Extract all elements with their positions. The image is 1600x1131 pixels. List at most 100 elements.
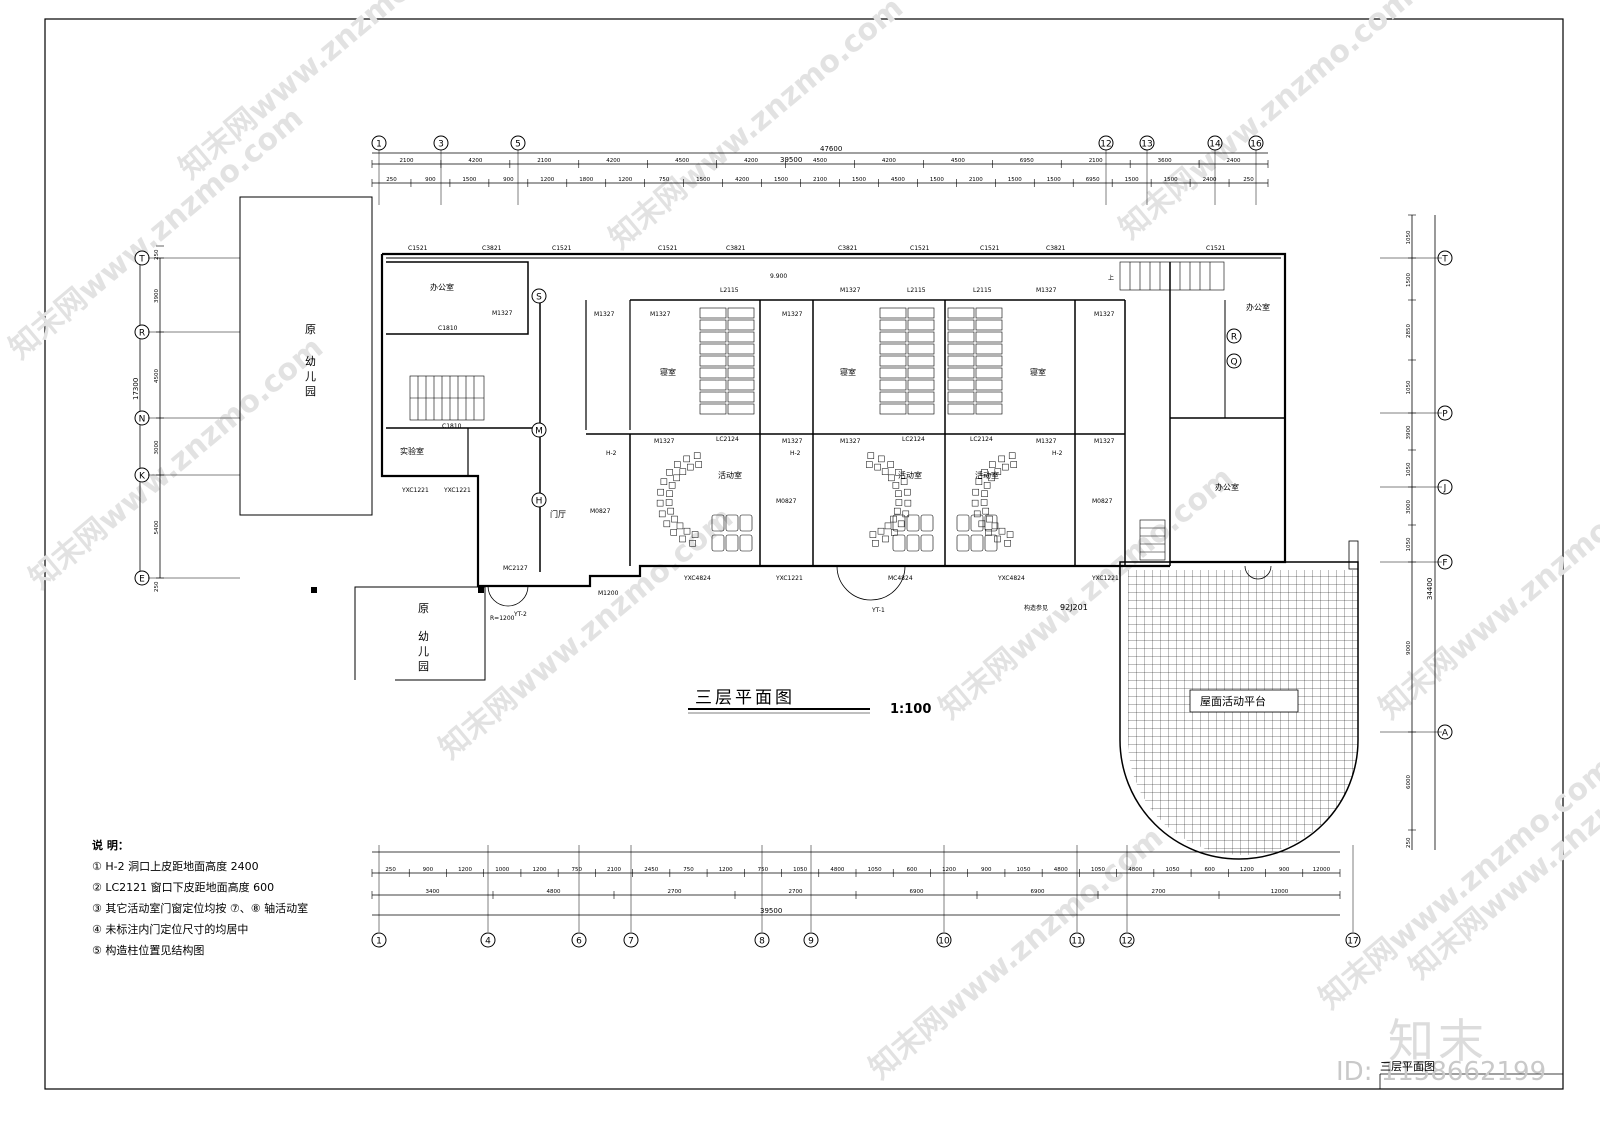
- top-axis-16: 16: [1248, 135, 1264, 151]
- bottom-axis-12: 12: [1119, 932, 1135, 948]
- kid-yard-label-3: 儿: [305, 370, 316, 383]
- seat: [892, 482, 900, 489]
- note-2: ② LC2121 窗口下皮距地面高度 600: [92, 881, 275, 894]
- note-5: ⑤ 构造柱位置见结构图: [92, 944, 205, 957]
- top-axis-1-label: 1: [376, 140, 382, 150]
- bottom-axis-6: 6: [571, 932, 587, 948]
- bedroom-3-label: 寝室: [1030, 367, 1046, 377]
- door-label: M1327: [492, 310, 513, 317]
- top-dim-2: 1800: [579, 177, 593, 183]
- top-dim-2: 1500: [1047, 177, 1061, 183]
- top-dim-2: 1500: [696, 177, 710, 183]
- bed: [947, 355, 975, 367]
- right-dim: 3900: [1406, 425, 1412, 439]
- seat: [874, 463, 881, 471]
- bed: [727, 379, 755, 391]
- image-id: ID: 1158662199: [1336, 1057, 1547, 1087]
- door-label: M1327: [594, 311, 615, 318]
- top-axis-5-label: 5: [515, 140, 521, 150]
- bed: [879, 331, 907, 343]
- window-label: YXC1221: [775, 575, 803, 582]
- window-label: C3821: [1046, 245, 1066, 252]
- door-label: M0827: [590, 508, 611, 515]
- bed: [947, 319, 975, 331]
- stair-up-label: 上: [1108, 274, 1114, 282]
- top-dim-2: 2100: [969, 177, 983, 183]
- bottom-dim-1: 750: [572, 867, 583, 873]
- notes-title: 说 明：: [92, 839, 129, 852]
- left-axis-T: T: [134, 250, 150, 266]
- bottom-axis-7: 7: [623, 932, 639, 948]
- roof-terrace: 屋面活动平台: [1119, 540, 1359, 860]
- bed: [727, 391, 755, 403]
- seat: [689, 540, 696, 547]
- right-dim: 250: [1406, 837, 1412, 848]
- top-dim-2: 250: [1243, 177, 1254, 183]
- adjacent-building-bottom: 原 幼 儿 园: [311, 586, 486, 681]
- component-labels: C1521 C3821 C1521 C1521 C3821 C3821 C152…: [401, 245, 1226, 622]
- seat: [869, 531, 877, 538]
- seat: [988, 474, 995, 482]
- bed: [975, 379, 1003, 391]
- top-dim-2: 1500: [1164, 177, 1178, 183]
- bed: [699, 355, 727, 367]
- activity-3-label: 活动室: [975, 470, 999, 480]
- office2-label: 办公室: [1246, 302, 1270, 312]
- kid-yard2-4: 园: [418, 660, 429, 673]
- bottom-axis-12-label: 12: [1121, 937, 1132, 947]
- top-dim-2: 1500: [774, 177, 788, 183]
- bottom-axis-7-label: 7: [628, 937, 634, 947]
- left-axis-N: N: [134, 410, 150, 426]
- seat: [975, 478, 983, 485]
- watermark-text: 知末网www.znzmo.com: [603, 0, 910, 256]
- note-3: ③ 其它活动室门窗定位均按 ⑦、⑧ 轴活动室: [92, 902, 309, 915]
- bed: [879, 379, 907, 391]
- window-label: LC2124: [902, 436, 925, 443]
- top-dim-1: 2400: [1227, 158, 1241, 164]
- bottom-dim-1: 1200: [1240, 867, 1254, 873]
- lab-label: 实验室: [400, 446, 424, 456]
- left-dim: 250: [154, 581, 160, 592]
- seat: [882, 535, 889, 543]
- top-dim-1: 2100: [1089, 158, 1103, 164]
- window-label: L2115: [973, 287, 992, 294]
- bed: [727, 355, 755, 367]
- seat: [893, 507, 901, 515]
- hall-label: 门厅: [550, 509, 566, 519]
- top-dim-2: 2400: [1203, 177, 1217, 183]
- inner-axis-R: R: [1226, 328, 1242, 344]
- right-total-dim: 34400: [1426, 578, 1434, 600]
- seat: [1006, 531, 1014, 538]
- window-label: LC2124: [716, 436, 739, 443]
- seat: [972, 488, 979, 496]
- table: [970, 534, 984, 552]
- bottom-axis-10-label: 10: [938, 937, 950, 947]
- bed: [727, 367, 755, 379]
- opening-label: H-2: [606, 450, 617, 457]
- top-dim-2: 2100: [813, 177, 827, 183]
- bottom-axis-4-label: 4: [485, 937, 491, 947]
- bottom-dim-1: 900: [423, 867, 434, 873]
- seat: [978, 520, 986, 528]
- right-dimensions: 1050150028501050390010503000105090006000…: [1406, 214, 1436, 850]
- bottom-axis-9-label: 9: [808, 937, 814, 947]
- seat: [695, 461, 702, 468]
- activity-2-label: 活动室: [898, 470, 922, 480]
- door-label: M1327: [782, 311, 803, 318]
- title-block: [1379, 1073, 1563, 1089]
- drawing-frame: [44, 18, 1564, 1090]
- bed: [947, 379, 975, 391]
- seat: [998, 527, 1006, 535]
- table: [984, 514, 998, 532]
- bed: [727, 307, 755, 319]
- window-label: LC2124: [970, 436, 993, 443]
- top-total-dim: 47600: [820, 145, 842, 153]
- bottom-dim-1: 900: [1279, 867, 1290, 873]
- bottom-dim-2: 2700: [1152, 889, 1166, 895]
- seat: [994, 468, 1002, 475]
- right-stair: [1119, 261, 1225, 561]
- inner-axis-R-label: R: [1231, 333, 1237, 343]
- watermark-text: 知末网www.znzmo.com: [173, 0, 480, 186]
- window-label: C1521: [552, 245, 572, 252]
